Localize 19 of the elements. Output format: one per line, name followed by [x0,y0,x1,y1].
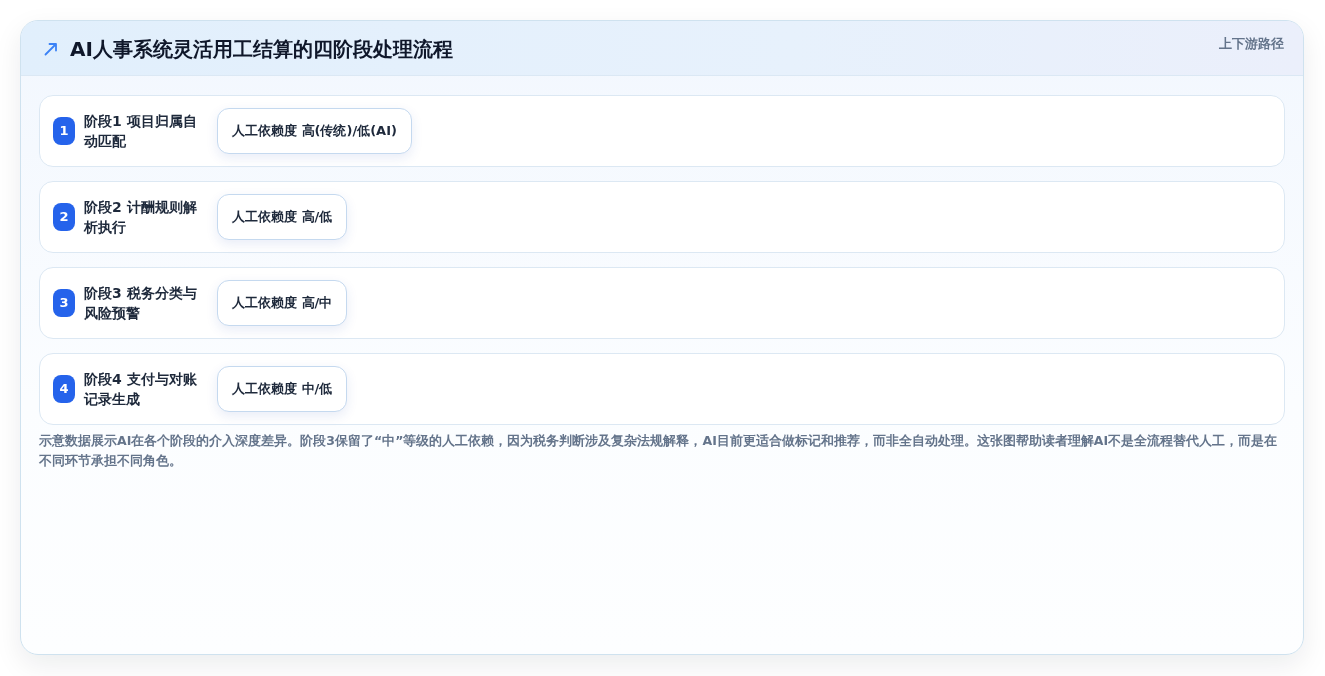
stage-card [39,353,1285,425]
stage-title: 阶段3 税务分类与风险预警 [84,284,198,323]
stage-title: 阶段4 支付与对账记录生成 [84,370,198,409]
step-number-badge: 2 [53,203,75,231]
step-number-badge: 3 [53,289,75,317]
dependency-tag: 人工依赖度 高/低 [217,194,348,240]
stage-card [39,95,1285,167]
dependency-tag: 人工依赖度 中/低 [217,366,348,412]
header-note: 上下游路径 [1219,35,1284,53]
step-number-badge: 1 [53,117,75,145]
stage-card [39,181,1285,253]
dependency-tag: 人工依赖度 高/中 [217,280,348,326]
step-number-badge: 4 [53,375,75,403]
stage-title: 阶段2 计酬规则解析执行 [84,198,198,237]
stage-card [39,267,1285,339]
diagram-title: AI人事系统灵活用工结算的四阶段处理流程 [70,36,453,63]
dependency-tag: 人工依赖度 高(传统)/低(AI) [217,108,412,154]
caption-text: 示意数据展示AI在各个阶段的介入深度差异。阶段3保留了“中”等级的人工依赖，因为税务判断涉及复杂法规解释，AI目前更适合做标记和推荐，而非全自动处理。这张图帮助读者理解AI不是全流程替代人工，而是在不同环节承担不同角色。 [39,432,1279,470]
stage-title: 阶段1 项目归属自动匹配 [84,112,198,151]
